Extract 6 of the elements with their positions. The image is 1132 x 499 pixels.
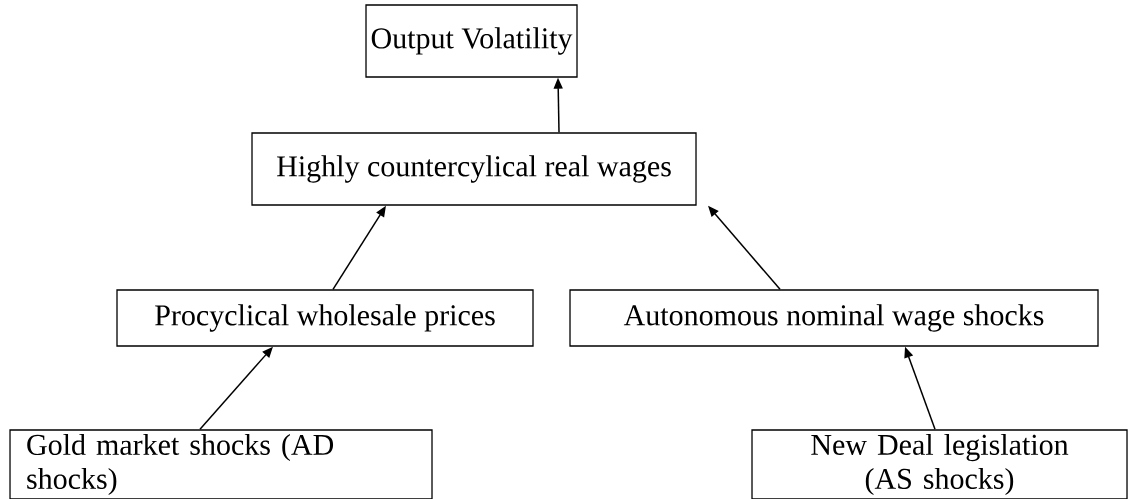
text-box: Gold market shocks (AD shocks) bbox=[9, 429, 433, 499]
text-box: Output Volatility bbox=[365, 4, 578, 78]
text-box: New Deal legislation (AS shocks) bbox=[751, 429, 1128, 499]
text-box: Autonomous nominal wage shocks bbox=[569, 289, 1099, 347]
text-box: Procyclical wholesale prices bbox=[116, 289, 534, 347]
text-box: Highly countercylical real wages bbox=[251, 132, 697, 206]
